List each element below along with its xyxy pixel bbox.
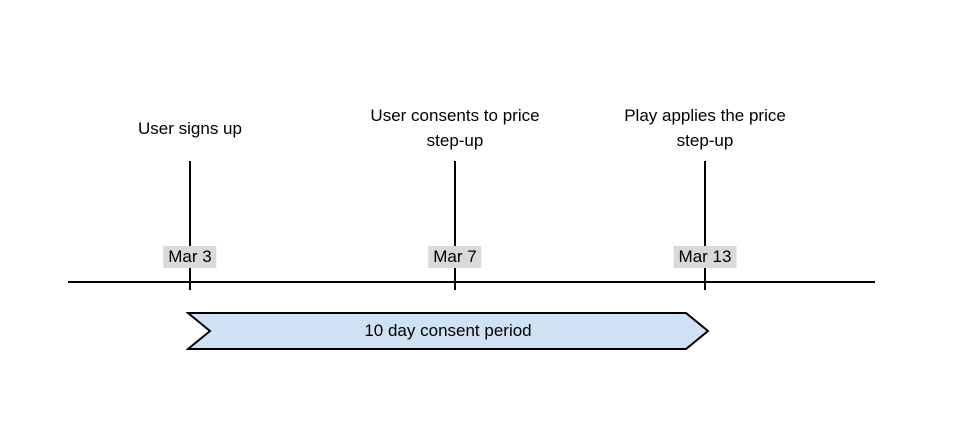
event-date-label: Mar 7 bbox=[428, 246, 482, 268]
event-tick-line bbox=[704, 161, 706, 290]
event-title: User consents to price step-up bbox=[370, 106, 540, 150]
timeline-axis bbox=[68, 281, 875, 283]
event-date-label: Mar 3 bbox=[163, 246, 217, 268]
event-tick-line bbox=[454, 161, 456, 290]
event-title: Play applies the price step-up bbox=[624, 106, 786, 150]
event-title: User signs up bbox=[138, 118, 242, 138]
event-date-label: Mar 13 bbox=[673, 246, 737, 268]
event-tick-line bbox=[189, 161, 191, 290]
chevron-arrow-shape bbox=[186, 312, 710, 350]
consent-period-label: 10 day consent period bbox=[364, 321, 532, 340]
consent-period-banner-shape bbox=[186, 312, 710, 350]
